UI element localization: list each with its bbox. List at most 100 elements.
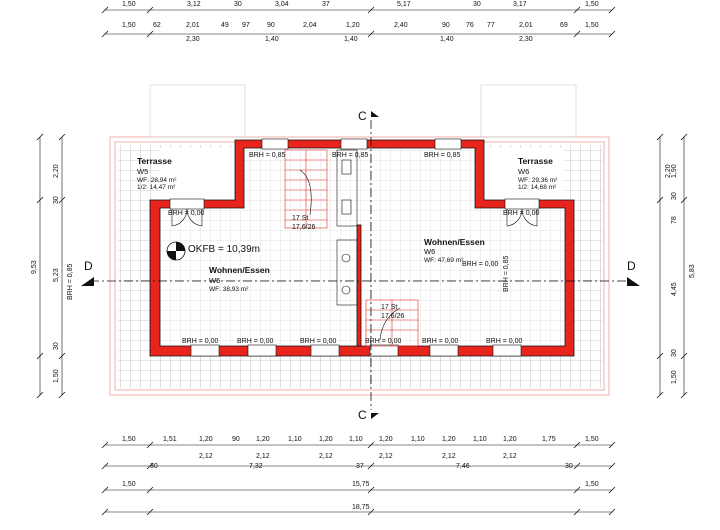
dimension-tick	[656, 352, 664, 360]
dim-bot1-8: 1,20	[379, 436, 393, 443]
section-markers: C C D D	[81, 109, 640, 422]
dimension-tick	[101, 486, 109, 494]
dim-top2-3: 49	[221, 22, 229, 29]
brh-bottom-3: BRH = 0,00	[300, 338, 336, 345]
dim-top2-7: 1,20	[346, 22, 360, 29]
dim-top2-5: 90	[267, 22, 275, 29]
stair-lower-steps: 17 St	[381, 304, 397, 311]
dim-top1-5: 5,17	[397, 1, 411, 8]
dim-bot1-11: 1,10	[473, 436, 487, 443]
dim-top2-4: 97	[242, 22, 250, 29]
windows	[169, 138, 540, 357]
dimension-tick	[367, 486, 375, 494]
dimension-tick	[101, 508, 109, 516]
dimension-tick	[608, 508, 616, 516]
stair-lower	[365, 299, 419, 347]
dim-bot3-0: 30	[150, 463, 158, 470]
terrace-tiles	[118, 145, 602, 388]
dim-top2-11: 77	[487, 22, 495, 29]
brh-bottom: BRH = 0,00 BRH = 0,00 BRH = 0,00 BRH = 0…	[182, 338, 522, 345]
section-lines	[90, 120, 632, 410]
dim-top2-1: 62	[153, 22, 161, 29]
kitchen-counter	[336, 149, 358, 306]
interior-floor	[160, 148, 565, 348]
wohnen-w6-unit: W6	[424, 247, 435, 256]
dim-top1-3: 3,04	[275, 1, 289, 8]
dim-top2-2: 2,01	[186, 22, 200, 29]
dim-top2-0: 1,50	[122, 22, 136, 29]
stair-lower-ratio: 17,6/26	[381, 313, 404, 320]
dims-right: 2,20 1,90 30 78 4,45 30 1,50 5,83	[665, 164, 696, 384]
dimension-tick	[101, 30, 109, 38]
dim-right-0: 2,20	[665, 164, 672, 178]
dim-bot4-0: 1,50	[122, 481, 136, 488]
brh-door-left: BRH = 0,00	[168, 210, 204, 217]
dimension-tick	[656, 133, 664, 141]
dim-bot1-9: 1,10	[411, 436, 425, 443]
dimension-tick	[573, 508, 581, 516]
okfb-label: OKFB = 10,39m	[188, 244, 260, 255]
dim-top2-6: 2,04	[303, 22, 317, 29]
dim-right-3: 78	[671, 216, 678, 224]
dimension-tick	[656, 391, 664, 399]
dim-top3-3: 1,40	[440, 36, 454, 43]
dimension-tick	[36, 133, 44, 141]
dim-bot2-0: 2,12	[199, 453, 213, 460]
dimension-tick	[573, 462, 581, 470]
dim-top3-1: 1,40	[265, 36, 279, 43]
dimension-tick	[146, 486, 154, 494]
dimension-tick	[146, 6, 154, 14]
dim-bot1-1: 1,51	[163, 436, 177, 443]
wohnen-w5-title: Wohnen/Essen	[209, 265, 270, 275]
dim-right-4: 4,45	[671, 282, 678, 296]
terrasse-w6-wf: WF: 29,36 m²	[518, 177, 558, 184]
dim-top3-4: 2,30	[519, 36, 533, 43]
dim-top2-12: 2,01	[519, 22, 533, 29]
dim-right-5: 30	[671, 349, 678, 357]
level-marker: OKFB = 10,39m	[166, 241, 260, 261]
dimension-tick	[608, 462, 616, 470]
dim-bot1-13: 1,75	[542, 436, 556, 443]
dimension-tick	[58, 391, 66, 399]
brh-right-mid: BRH = 0,00	[462, 261, 498, 268]
dims-bottom: 1,50 1,51 1,20 90 1,20 1,10 1,20 1,10 1,…	[122, 436, 599, 511]
dims-left: 9,53 2,20 30 5,23 30 1,50 BRH = 0,85	[31, 164, 74, 383]
brh-bottom-6: BRH = 0,00	[486, 338, 522, 345]
dim-bot1-14: 1,50	[585, 436, 599, 443]
dim-top2-14: 1,50	[585, 22, 599, 29]
wohnen-w6-title: Wohnen/Essen	[424, 237, 485, 247]
dim-top3-2: 1,40	[344, 36, 358, 43]
dim-top2-9: 90	[442, 22, 450, 29]
section-c-top: C	[358, 109, 367, 123]
terrace-doors	[171, 208, 538, 227]
dim-bot1-0: 1,50	[122, 436, 136, 443]
brh-top-left: BRH = 0,85	[249, 152, 285, 159]
dim-bot2-2: 2,12	[319, 453, 333, 460]
dimension-tick	[680, 391, 688, 399]
dimension-tick	[608, 6, 616, 14]
dim-bot2-3: 2,12	[379, 453, 393, 460]
brh-bottom-2: BRH = 0,00	[237, 338, 273, 345]
dimension-tick	[36, 352, 44, 360]
dim-top1-0: 1,50	[122, 1, 136, 8]
dimension-tick	[146, 462, 154, 470]
room-labels: Terrasse W5 WF: 28,94 m² 1/2: 14,47 m² T…	[137, 156, 558, 320]
brh-top-right: BRH = 0,85	[424, 152, 460, 159]
dim-top1-4: 37	[322, 1, 330, 8]
dimension-tick	[101, 441, 109, 449]
dimension-tick	[367, 30, 375, 38]
dims-top: 1,50 3,12 30 3,04 37 5,17 30 3,17 1,50 1…	[122, 1, 599, 43]
dim-bot3-1: 7,32	[249, 463, 263, 470]
brh-right-wall: BRH = 0,85	[503, 256, 510, 292]
dim-bot2-1: 2,12	[256, 453, 270, 460]
dimension-tick	[101, 6, 109, 14]
dim-top2-8: 2,40	[394, 22, 408, 29]
dim-bot1-3: 90	[232, 436, 240, 443]
dim-right-outer: 5,83	[689, 264, 696, 278]
dim-bot3-4: 30	[565, 463, 573, 470]
dimension-tick	[680, 352, 688, 360]
dimension-tick	[608, 30, 616, 38]
dimension-tick	[146, 30, 154, 38]
wohnen-w5-unit: W5	[209, 276, 220, 285]
section-c-bottom: C	[358, 408, 367, 422]
